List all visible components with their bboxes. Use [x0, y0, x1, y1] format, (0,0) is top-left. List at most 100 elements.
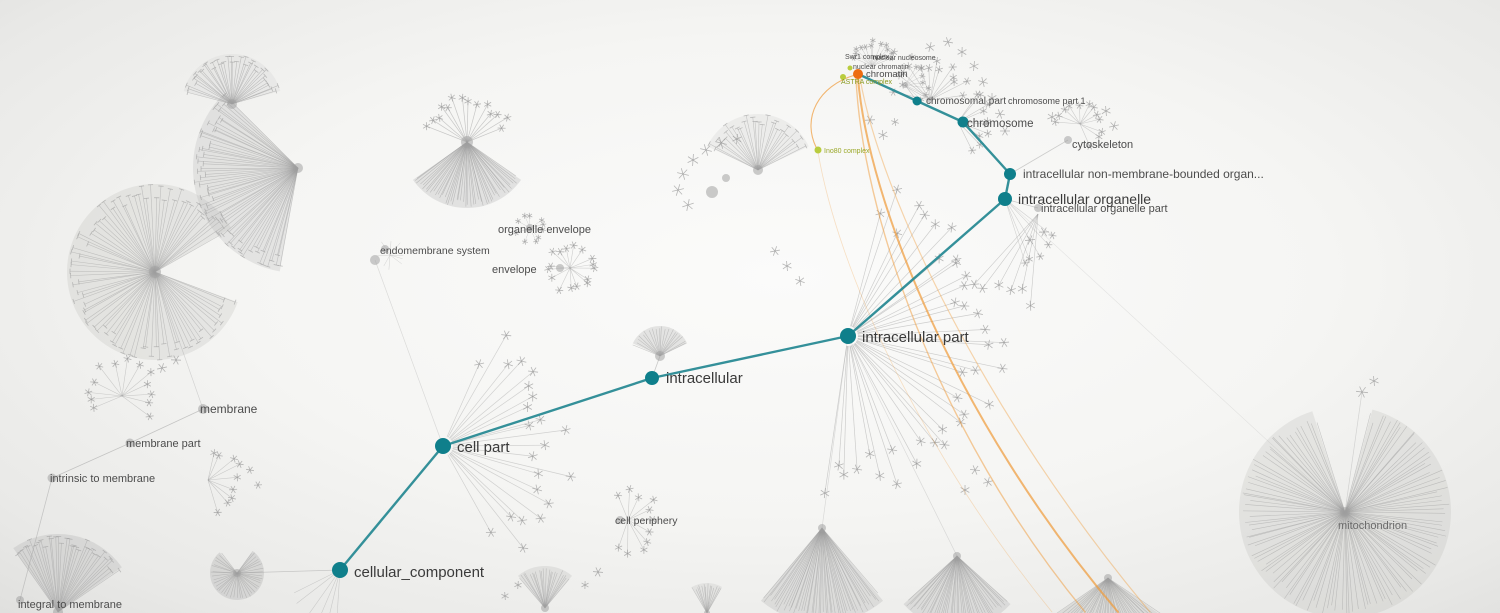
edge-fan [13, 534, 122, 613]
node-labels: integral to membrane intrinsic to membran… [18, 54, 1407, 611]
hub-dot [461, 136, 473, 148]
leaf-node-glyph [1038, 227, 1050, 237]
graph-node-cellular_component[interactable] [332, 562, 348, 578]
node-label[interactable]: intracellular organelle [1018, 191, 1151, 207]
leaf-node-glyph [732, 133, 742, 145]
gray-edge [51, 442, 131, 479]
node-label[interactable]: envelope [492, 264, 537, 276]
node-label[interactable]: nuclear nucleosome [873, 55, 936, 62]
edge-fan [969, 213, 1039, 311]
leaf-node-glyph [715, 137, 727, 149]
leaf-node-glyph [878, 129, 888, 141]
leaf-node-glyph [987, 92, 997, 104]
graph-node-chromosome[interactable] [957, 116, 969, 128]
node-label[interactable]: chromosome [967, 118, 1033, 130]
leaf-node-glyph [770, 246, 780, 256]
node-label[interactable]: intrinsic to membrane [50, 473, 155, 485]
leaf-node-glyph [891, 117, 899, 127]
gray-edge [847, 335, 958, 557]
hub-dot [293, 163, 303, 173]
edge-fans [13, 37, 1451, 613]
node-label[interactable]: Ino80 complex [824, 148, 870, 155]
node-label[interactable]: intracellular part [862, 329, 970, 346]
graph-node-intracellular_nmb_organelle[interactable] [1004, 168, 1016, 180]
edge-fan [889, 57, 972, 101]
edge-fan [614, 485, 658, 558]
graph-node-intracellular[interactable] [645, 371, 659, 385]
hub-dot [818, 524, 826, 532]
node-label[interactable]: ASTRA complex [841, 79, 892, 86]
leaf-node-glyph [1047, 111, 1057, 123]
edge-fan [193, 92, 299, 272]
path-edge [916, 99, 964, 124]
path-edge [339, 445, 444, 571]
hub-dot [1064, 136, 1072, 144]
leaf-node-glyph [995, 109, 1005, 119]
node-label[interactable]: membrane [200, 402, 258, 416]
graph-node-nuclear_chromatin_node[interactable] [847, 65, 853, 71]
leaf-node-glyph [943, 37, 953, 47]
leaf-node-glyph [925, 42, 935, 52]
edge-fan [903, 555, 1011, 613]
path-edge [651, 334, 849, 380]
hub-dot [53, 607, 63, 613]
graph-nodes [332, 65, 1016, 578]
leaf-node-glyph [864, 115, 876, 125]
leaf-node-glyph [978, 77, 988, 87]
path-edge [857, 72, 918, 103]
leaf-node-glyph [960, 484, 970, 496]
edge-fan [544, 241, 599, 295]
node-label[interactable]: organelle envelope [498, 224, 591, 236]
hub-dot [927, 97, 933, 103]
gray-edge [1344, 391, 1363, 513]
node-label[interactable]: cell part [457, 439, 510, 456]
hub-dot [722, 174, 730, 182]
graph-node-chromosomal_part[interactable] [912, 96, 922, 106]
edge-fan [760, 527, 884, 613]
graph-node-chromatin[interactable] [853, 69, 863, 79]
leaf-node-glyph [245, 466, 255, 474]
edge-fan [422, 93, 512, 143]
leaf-node-glyph [501, 591, 509, 601]
gray-edge [154, 271, 204, 410]
leaf-node-glyph [1369, 375, 1379, 387]
node-label[interactable]: intracellular organelle part [1041, 203, 1168, 215]
leaf-node-glyph [908, 52, 916, 62]
graph-node-intracellular_part[interactable] [840, 328, 856, 344]
node-label[interactable]: Swr1 complex [845, 54, 889, 61]
node-label[interactable]: cell periphery [615, 515, 678, 527]
node-label[interactable]: endomembrane system [380, 245, 490, 257]
node-label[interactable]: chromatin [866, 69, 908, 80]
hub-dot [1034, 204, 1042, 212]
edge-fan [446, 330, 576, 553]
edge-fan [84, 354, 156, 421]
gray-edge [129, 408, 204, 444]
node-label[interactable]: membrane part [126, 438, 201, 450]
node-label[interactable]: nuclear chromatin [853, 64, 909, 71]
gray-edge [236, 569, 341, 574]
node-label[interactable]: integral to membrane [18, 599, 122, 611]
node-label[interactable]: cellular_component [354, 564, 485, 581]
graph-node-astra_complex[interactable] [840, 74, 846, 80]
hub-dot [1340, 507, 1350, 517]
node-label[interactable]: mitochondrion [1338, 520, 1407, 532]
graph-node-cell_part[interactable] [435, 438, 451, 454]
node-label[interactable]: cytoskeleton [1072, 139, 1133, 151]
hub-dot [381, 245, 389, 253]
graph-node-intracellular_organelle[interactable] [998, 192, 1012, 206]
edge-fan [1056, 577, 1161, 613]
hub-dot [227, 99, 237, 109]
leaf-node-glyph [592, 567, 604, 577]
node-label[interactable]: intracellular [666, 370, 743, 387]
leaf-node-glyph [581, 580, 589, 590]
hub-dot [655, 351, 665, 361]
leaf-node-glyph [1024, 235, 1036, 245]
edge-fan [707, 114, 809, 171]
node-label[interactable]: chromosome part 1 [1008, 96, 1086, 106]
hub-dot [704, 610, 710, 613]
graph-node-ino80_complex[interactable] [814, 146, 822, 154]
node-label[interactable]: intracellular non-membrane-bounded organ… [1023, 167, 1264, 181]
gray-edge [19, 477, 53, 601]
node-label[interactable]: chromosomal part [926, 96, 1006, 107]
